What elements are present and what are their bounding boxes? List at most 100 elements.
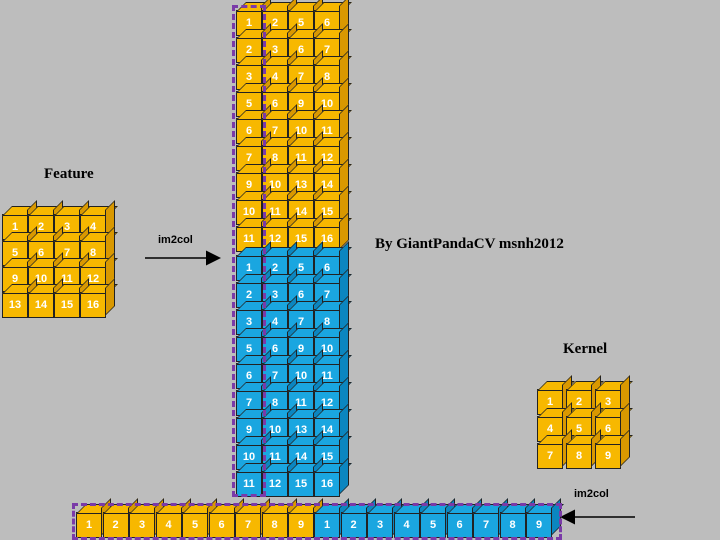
cube-value: 11 (243, 478, 255, 490)
cube-value: 11 (269, 206, 281, 218)
cube-value: 15 (294, 233, 308, 245)
cube-value: 2 (350, 519, 357, 531)
cube-value: 11 (269, 451, 281, 463)
cube-value: 7 (297, 316, 305, 328)
cube-value: 1 (245, 17, 253, 29)
cube-value: 7 (297, 71, 305, 83)
cube-value: 7 (482, 519, 490, 531)
cube-value: 5 (297, 17, 305, 29)
cube-value: 4 (546, 423, 554, 435)
cube-value: 15 (60, 299, 74, 311)
cube-value: 5 (191, 519, 199, 531)
cube-value: 8 (323, 71, 331, 83)
cube-value: 11 (243, 233, 255, 245)
feature-cell: 14 (28, 278, 66, 318)
cube-value: 12 (320, 397, 334, 409)
cube-value: 7 (323, 289, 331, 301)
feature-cell: 13 (2, 278, 40, 318)
cube-value: 6 (271, 98, 279, 110)
cube-value: 6 (323, 17, 331, 29)
highlight-row-dashed (72, 503, 562, 540)
cube-value: 13 (294, 179, 308, 191)
cube-value: 10 (268, 424, 282, 436)
cube-value: 3 (271, 289, 279, 301)
cube-value: 6 (297, 44, 305, 56)
cube-value: 14 (294, 206, 308, 218)
cube-value: 3 (376, 519, 384, 531)
kernel-cell: 7 (537, 429, 575, 469)
cube-value: 8 (271, 519, 278, 531)
cube-value: 1 (11, 221, 19, 233)
feature-cell: 15 (54, 278, 92, 318)
cube-value: 12 (320, 152, 334, 164)
kernel-row-cell-yellow: 7 (235, 498, 273, 538)
cube-value: 5 (575, 423, 583, 435)
cube-value: 4 (271, 316, 279, 328)
cube-value: 7 (271, 370, 279, 382)
cube-value: 2 (245, 289, 253, 301)
cube-value: 14 (320, 424, 334, 436)
kernel-row-cell-blue: 2 (340, 498, 379, 538)
cube-value: 5 (11, 247, 19, 259)
cube-value: 5 (245, 343, 253, 355)
cube-value: 10 (242, 451, 256, 463)
cube-value: 16 (86, 299, 100, 311)
cube-value: 10 (320, 98, 334, 110)
column-cell-blue: 16 (314, 457, 352, 497)
cube-value: 7 (546, 450, 554, 462)
cube-value: 2 (245, 44, 253, 56)
cube-value: 11 (321, 370, 333, 382)
cube-value: 10 (294, 370, 308, 382)
cube-value: 14 (320, 179, 334, 191)
cube-value: 3 (245, 316, 253, 328)
cube-value: 6 (218, 519, 225, 531)
column-cell-blue: 15 (288, 457, 326, 497)
cube-value: 9 (604, 450, 612, 462)
cube-value: 6 (271, 343, 279, 355)
cube-value: 8 (575, 450, 583, 462)
cube-value: 7 (245, 152, 253, 164)
cube-value: 8 (509, 519, 516, 531)
cube-value: 2 (271, 17, 279, 29)
cube-value: 5 (297, 262, 305, 274)
cube-value: 16 (320, 233, 334, 245)
column-cell-blue: 12 (262, 457, 300, 497)
kernel-row-cell-yellow: 2 (102, 498, 141, 538)
cube-value: 5 (245, 98, 253, 110)
cube-value: 3 (604, 396, 612, 408)
cube-value: 12 (86, 273, 100, 285)
cube-value: 9 (11, 273, 19, 285)
cube-value: 10 (320, 343, 334, 355)
feature-title: Feature (44, 166, 94, 182)
cube-value: 10 (268, 179, 282, 191)
cube-value: 6 (37, 247, 45, 259)
cube-value: 9 (297, 98, 305, 110)
kernel-row-cell-yellow: 9 (288, 498, 326, 538)
cube-value: 13 (294, 424, 308, 436)
cube-value: 11 (295, 152, 307, 164)
im2col-label-left: im2col (158, 234, 193, 246)
cube-value: 8 (323, 316, 331, 328)
cube-value: 1 (546, 396, 554, 408)
cube-value: 7 (323, 44, 331, 56)
cube-value: 12 (268, 478, 282, 490)
kernel-row-cell-blue: 9 (526, 498, 564, 538)
cube-value: 15 (320, 206, 334, 218)
cube-value: 2 (112, 519, 119, 531)
credit-text: By GiantPandaCV msnh2012 (375, 236, 564, 252)
kernel-row-cell-blue: 3 (367, 498, 405, 538)
kernel-row-cell-yellow: 5 (182, 498, 220, 538)
cube-value: 15 (294, 478, 308, 490)
cube-value: 6 (245, 125, 253, 137)
kernel-cell: 8 (566, 429, 604, 469)
cube-value: 15 (320, 451, 334, 463)
kernel-row-cell-blue: 7 (473, 498, 511, 538)
cube-value: 9 (245, 179, 253, 191)
cube-value: 6 (604, 423, 612, 435)
cube-value: 1 (323, 519, 331, 531)
cube-value: 14 (294, 451, 308, 463)
kernel-title: Kernel (563, 341, 608, 357)
column-cell-blue: 11 (236, 457, 274, 497)
cube-value: 9 (297, 519, 305, 531)
